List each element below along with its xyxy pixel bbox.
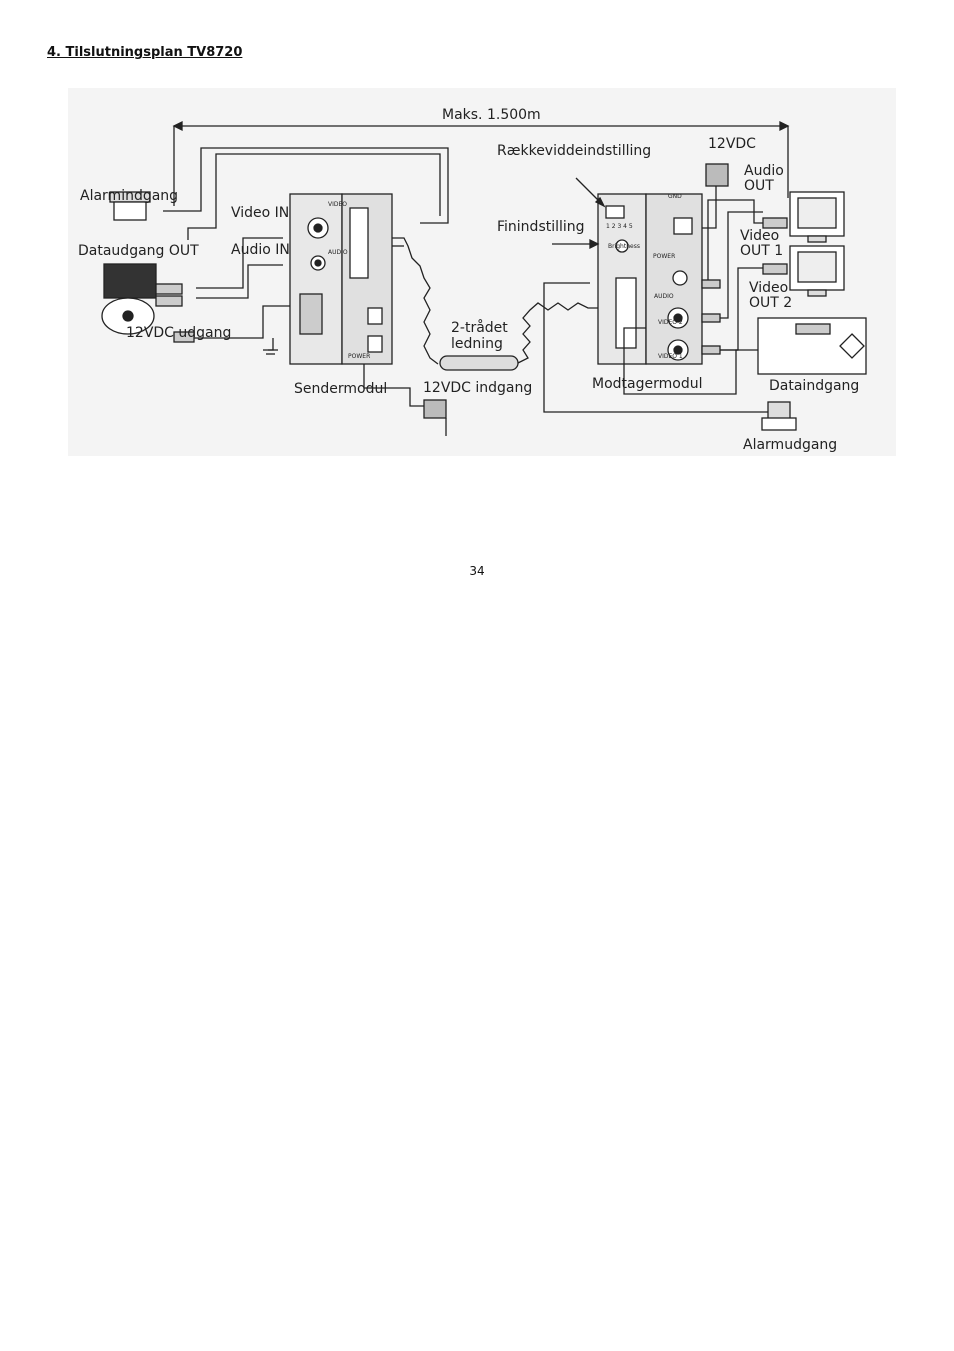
label-data-output: Dataudgang OUT xyxy=(78,243,199,259)
label-audio-out-1: Audio xyxy=(744,163,784,179)
label-video-out2-1: Video xyxy=(749,280,789,296)
label-range-setting: Rækkeviddeindstilling xyxy=(497,143,652,159)
label-data-input: Dataindgang xyxy=(769,378,860,394)
label-video-out2-2: OUT 2 xyxy=(749,295,793,311)
svg-text:VIDEO 2: VIDEO 2 xyxy=(658,319,683,326)
svg-text:VIDEO 1: VIDEO 1 xyxy=(658,353,683,360)
svg-text:Brightness: Brightness xyxy=(608,243,640,250)
label-max-distance: Maks. 1.500m xyxy=(442,107,541,123)
label-12vdc-input: 12VDC indgang xyxy=(423,380,533,396)
label-audio-out-2: OUT xyxy=(744,178,774,194)
label-video-out1-1: Video xyxy=(740,228,780,244)
svg-text:1 2 3 4 5: 1 2 3 4 5 xyxy=(606,223,633,230)
label-video-out1-2: OUT 1 xyxy=(740,243,784,259)
svg-text:VIDEO: VIDEO xyxy=(328,201,347,208)
diagram-graphics: VIDEO AUDIO POWER Brightness 1 2 3 4 5 P… xyxy=(68,88,896,456)
label-two-wire-1: 2-trådet xyxy=(451,320,508,336)
label-12vdc-output: 12VDC udgang xyxy=(126,325,232,341)
page-number: 34 xyxy=(469,564,485,578)
section-heading: 4. Tilslutningsplan TV8720 xyxy=(47,45,243,60)
connection-diagram: VIDEO AUDIO POWER Brightness 1 2 3 4 5 P… xyxy=(68,88,896,456)
label-fine-setting: Finindstilling xyxy=(497,219,585,235)
label-audio-in: Audio IN xyxy=(231,242,290,258)
label-alarm-output: Alarmudgang xyxy=(743,437,838,453)
svg-text:POWER: POWER xyxy=(348,353,370,360)
label-receiver: Modtagermodul xyxy=(592,376,703,392)
svg-text:POWER: POWER xyxy=(653,253,675,260)
label-two-wire-2: ledning xyxy=(451,336,503,352)
label-12vdc: 12VDC xyxy=(708,136,756,152)
label-transmitter: Sendermodul xyxy=(294,381,388,397)
svg-text:AUDIO: AUDIO xyxy=(654,293,674,300)
svg-text:AUDIO: AUDIO xyxy=(328,249,348,256)
label-video-in: Video IN xyxy=(231,205,290,221)
svg-text:GND: GND xyxy=(668,193,682,200)
label-alarm-input: Alarmindgang xyxy=(80,188,179,204)
